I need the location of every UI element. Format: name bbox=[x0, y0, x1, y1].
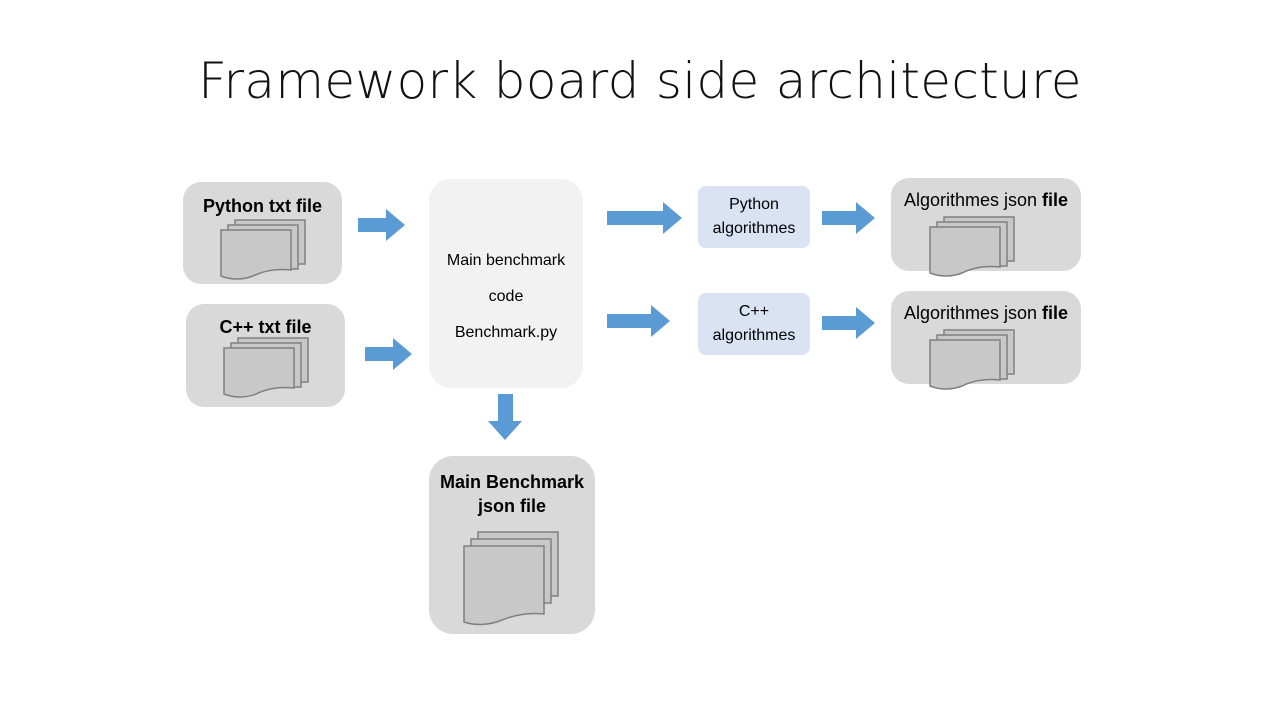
arrow-main-to-benchmark-json bbox=[488, 394, 522, 440]
algorithms-json-bold-top: file bbox=[1042, 190, 1069, 210]
python-algorithms-line2: algorithmes bbox=[712, 220, 796, 237]
main-benchmark-text: Main benchmark code Benchmark.py bbox=[429, 243, 583, 351]
cpp-input-box: C++ txt file bbox=[186, 304, 345, 407]
main-benchmark-box: Main benchmark code Benchmark.py bbox=[429, 179, 583, 388]
slide-title: Framework board side architecture bbox=[198, 52, 1082, 110]
python-algorithms-box: Python algorithmes bbox=[698, 186, 810, 248]
arrow-python-algorithms-to-json bbox=[822, 202, 875, 234]
arrow-main-to-cpp-algorithms bbox=[607, 305, 670, 337]
algorithms-json-label-bottom: Algorithmes json file bbox=[891, 301, 1081, 325]
cpp-algorithms-line1: C++ bbox=[738, 303, 770, 320]
arrow-python-to-main bbox=[358, 209, 405, 241]
cpp-input-label: C++ txt file bbox=[219, 317, 312, 337]
main-benchmark-json-line2: json file bbox=[477, 496, 546, 516]
main-benchmark-json-box: Main Benchmark json file bbox=[429, 456, 595, 634]
cpp-algorithms-box: C++ algorithmes bbox=[698, 293, 810, 355]
algorithms-json-box-top: Algorithmes json file bbox=[891, 178, 1081, 271]
arrow-cpp-to-main bbox=[365, 338, 412, 370]
cpp-algorithms-line2: algorithmes bbox=[712, 327, 796, 344]
arrow-main-to-python-algorithms bbox=[607, 202, 682, 234]
main-benchmark-json-label: Main Benchmark json file bbox=[429, 470, 595, 518]
algorithms-json-bold-bottom: file bbox=[1042, 303, 1069, 323]
arrow-cpp-algorithms-to-json bbox=[822, 307, 875, 339]
python-algorithms-line1: Python bbox=[729, 196, 779, 213]
algorithms-json-box-bottom: Algorithmes json file bbox=[891, 291, 1081, 384]
python-input-label: Python txt file bbox=[202, 196, 322, 216]
python-input-box: Python txt file bbox=[183, 182, 342, 284]
algorithms-json-text-top: Algorithmes json bbox=[903, 190, 1043, 210]
main-benchmark-line2: code bbox=[488, 288, 524, 305]
algorithms-json-label-top: Algorithmes json file bbox=[891, 188, 1081, 212]
algorithms-json-text-bottom: Algorithmes json bbox=[903, 303, 1043, 323]
main-benchmark-json-line1: Main Benchmark bbox=[439, 472, 585, 492]
main-benchmark-line1: Main benchmark bbox=[446, 252, 566, 269]
main-benchmark-line3: Benchmark.py bbox=[454, 324, 558, 341]
